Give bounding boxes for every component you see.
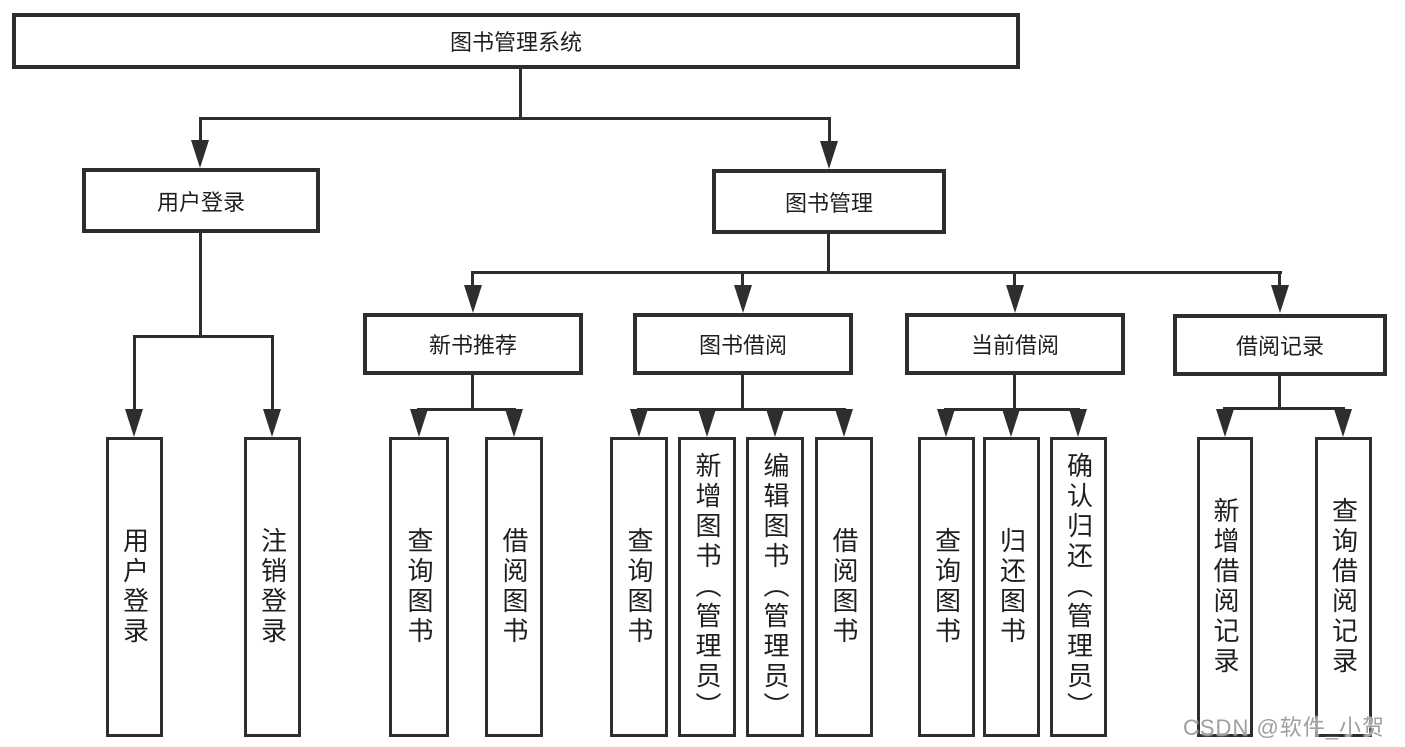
- arrow-down-icon: [630, 409, 648, 437]
- connector: [741, 271, 744, 287]
- node-book-management: 图书管理: [712, 169, 946, 234]
- leaf-user-login: 用户登录: [106, 437, 163, 737]
- connector: [133, 335, 274, 338]
- arrow-down-icon: [820, 141, 838, 169]
- leaf-label: 用户登录: [119, 527, 150, 647]
- connector: [1013, 271, 1016, 287]
- leaf-label: 新增借阅记录: [1210, 497, 1240, 677]
- leaf-label: 查询借阅记录: [1328, 497, 1359, 677]
- connector: [471, 374, 474, 411]
- arrow-down-icon: [1334, 409, 1352, 437]
- leaf-current-query-book: 查询图书: [918, 437, 975, 737]
- arrow-down-icon: [766, 409, 784, 437]
- arrow-down-icon: [125, 409, 143, 437]
- leaf-label: 查询图书: [624, 527, 654, 647]
- connector: [471, 271, 1282, 274]
- leaf-borrow-query-book: 查询图书: [610, 437, 668, 737]
- arrow-down-icon: [835, 409, 853, 437]
- connector: [827, 234, 830, 274]
- leaf-label: 归还图书: [996, 527, 1027, 647]
- arrow-down-icon: [505, 409, 523, 437]
- node-book-borrowing: 图书借阅: [633, 313, 853, 375]
- connector: [271, 335, 274, 410]
- leaf-label: 查询图书: [404, 527, 434, 647]
- csdn-watermark: CSDN @软件_小贺同学: [1183, 715, 1386, 740]
- connector: [199, 117, 202, 143]
- leaf-borrow-edit-book-admin: 编辑图书（管理员）: [746, 437, 804, 737]
- connector: [637, 408, 846, 411]
- node-library-system: 图书管理系统: [12, 13, 1020, 69]
- arrow-down-icon: [1069, 409, 1087, 437]
- leaf-logout-login: 注销登录: [244, 437, 301, 737]
- arrow-down-icon: [734, 285, 752, 313]
- connector: [133, 335, 136, 410]
- arrow-down-icon: [410, 409, 428, 437]
- connector: [519, 69, 522, 120]
- connector: [1278, 271, 1281, 287]
- arrow-down-icon: [1216, 409, 1234, 437]
- connector: [1013, 374, 1016, 411]
- arrow-down-icon: [263, 409, 281, 437]
- leaf-recommend-query-book: 查询图书: [389, 437, 449, 737]
- connector: [199, 117, 831, 120]
- arrow-down-icon: [1002, 409, 1020, 437]
- arrow-down-icon: [464, 285, 482, 313]
- arrow-down-icon: [698, 409, 716, 437]
- arrow-down-icon: [1006, 285, 1024, 313]
- leaf-label: 确认归还（管理员）: [1063, 452, 1094, 722]
- connector: [199, 233, 202, 338]
- leaf-records-query-record: 查询借阅记录: [1315, 437, 1372, 737]
- leaf-recommend-borrow-book: 借阅图书: [485, 437, 543, 737]
- leaf-borrow-borrow-book: 借阅图书: [815, 437, 873, 737]
- leaf-label: 借阅图书: [829, 527, 859, 647]
- leaf-label: 注销登录: [257, 527, 288, 647]
- leaf-current-return-book: 归还图书: [983, 437, 1040, 737]
- node-current-borrowing: 当前借阅: [905, 313, 1125, 375]
- leaf-label: 查询图书: [931, 527, 962, 647]
- arrow-down-icon: [191, 140, 209, 168]
- node-new-book-recommend: 新书推荐: [363, 313, 583, 375]
- connector: [417, 408, 516, 411]
- node-borrowing-records: 借阅记录: [1173, 314, 1387, 376]
- connector: [828, 117, 831, 143]
- leaf-label: 借阅图书: [499, 527, 529, 647]
- node-user-login: 用户登录: [82, 168, 320, 233]
- arrow-down-icon: [937, 409, 955, 437]
- arrow-down-icon: [1271, 285, 1289, 313]
- leaf-label: 新增图书（管理员）: [692, 452, 722, 722]
- connector: [1223, 407, 1345, 410]
- connector: [1278, 376, 1281, 410]
- leaf-current-confirm-return-admin: 确认归还（管理员）: [1050, 437, 1107, 737]
- leaf-label: 编辑图书（管理员）: [760, 452, 790, 722]
- leaf-borrow-add-book-admin: 新增图书（管理员）: [678, 437, 736, 737]
- connector: [741, 374, 744, 411]
- connector: [471, 271, 474, 287]
- leaf-records-add-record: 新增借阅记录: [1197, 437, 1253, 737]
